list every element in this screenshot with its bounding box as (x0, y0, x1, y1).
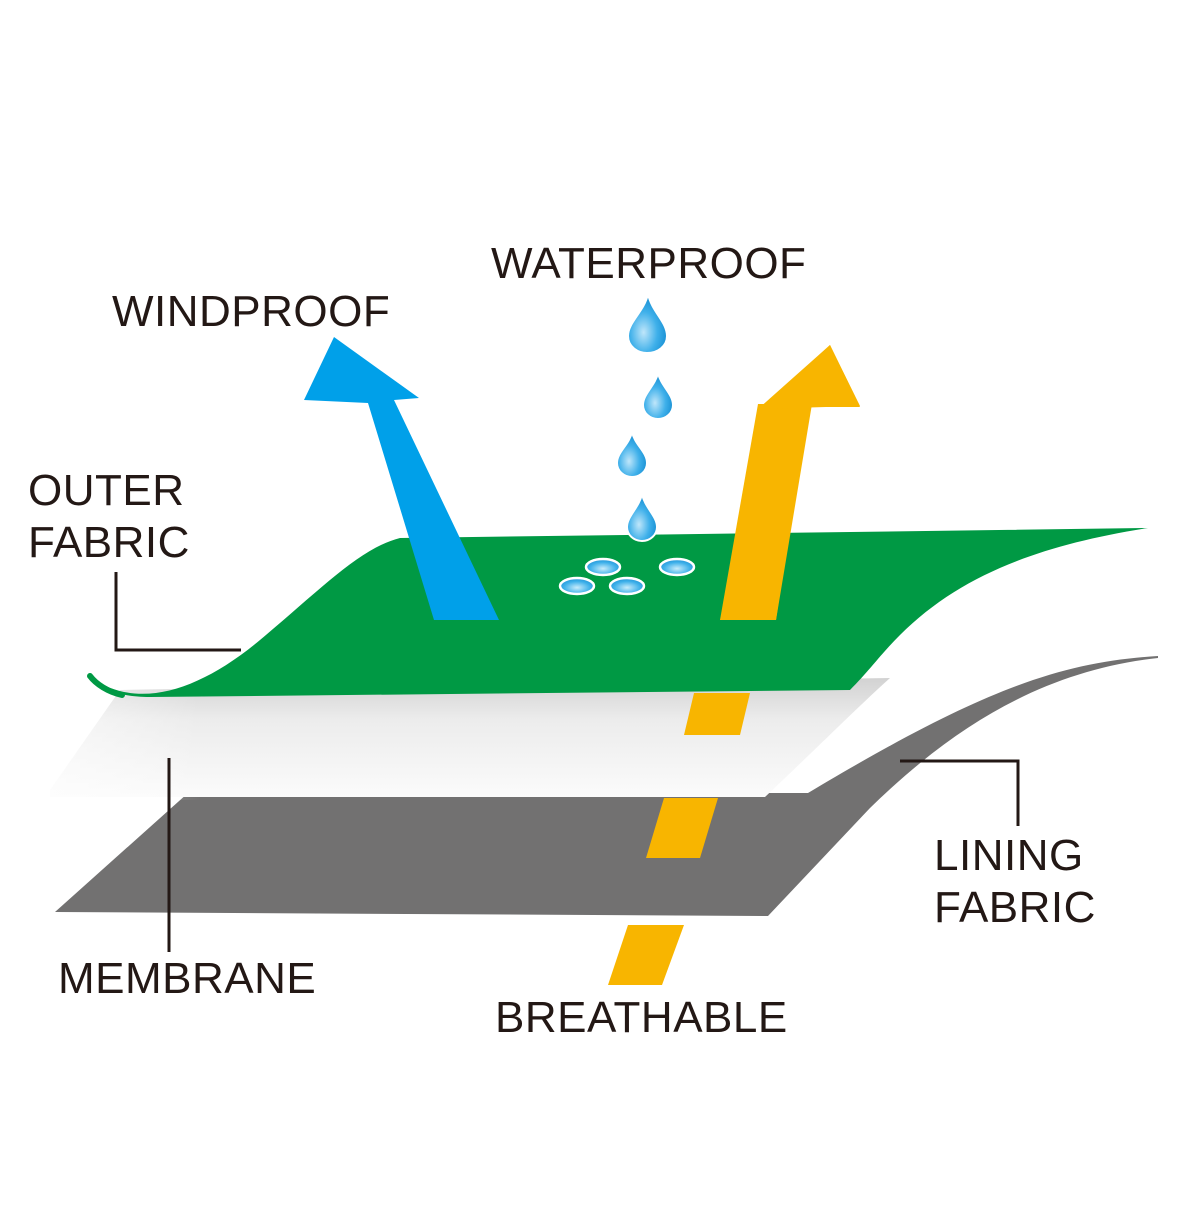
breathable-arrow-segment-middle (646, 798, 718, 858)
lining-fabric-label-line-2: FABRIC (934, 883, 1096, 932)
outer-fabric-label: OUTER FABRIC (28, 465, 190, 569)
lining-fabric-layer (55, 656, 1158, 916)
breathable-arrow-top-shaft (720, 404, 812, 620)
lining-fabric-leader-line (900, 759, 1020, 826)
waterproof-label: WATERPROOF (491, 239, 807, 288)
water-drop-icon (641, 372, 675, 421)
water-drop-icon (626, 293, 669, 355)
windproof-label: WINDPROOF (112, 287, 391, 336)
water-bead-icon (608, 576, 646, 596)
membrane-left-fade (40, 690, 200, 800)
breathable-label: BREATHABLE (495, 993, 788, 1042)
outer-fabric-layer (93, 528, 1148, 697)
breathable-arrow-head (758, 345, 860, 409)
outer-fabric-label-line-1: OUTER (28, 466, 185, 515)
outer-fabric-curl (87, 673, 125, 698)
windproof-arrow (304, 337, 499, 620)
water-drops (615, 293, 675, 543)
breathable-arrow-segment-upper (684, 693, 750, 735)
water-bead-icon (584, 557, 622, 577)
membrane-layer (50, 678, 890, 797)
outer-fabric-label-line-2: FABRIC (28, 518, 190, 567)
water-bead-icon (658, 557, 696, 577)
water-drop-icon (625, 493, 659, 543)
water-bead-icon (558, 576, 596, 596)
water-drop-icon (615, 431, 649, 479)
lining-fabric-label: LINING FABRIC (934, 830, 1096, 934)
water-beads (558, 557, 696, 596)
lining-fabric-label-line-1: LINING (934, 831, 1084, 880)
membrane-label: MEMBRANE (58, 954, 317, 1003)
outer-fabric-leader-line (114, 572, 241, 652)
breathable-arrow-segment-bottom (608, 925, 684, 985)
